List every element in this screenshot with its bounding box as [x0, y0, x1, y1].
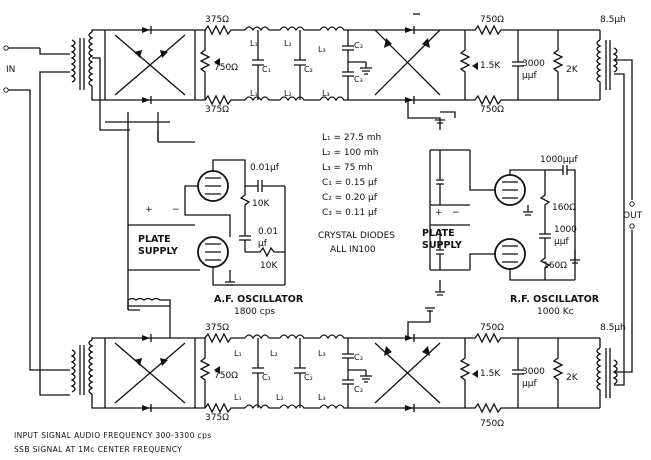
top-c1: C₁: [262, 65, 271, 74]
rf-title: R.F. OSCILLATOR: [510, 294, 600, 305]
footnote-input: INPUT SIGNAL AUDIO FREQUENCY 300-3300 cp…: [14, 431, 212, 440]
af-res-10k-b: 10K: [260, 261, 278, 271]
value-l1: L₁ = 27.5 mh: [322, 133, 381, 143]
bottom-c2: C₂: [304, 373, 313, 382]
top-l3-upper: L₃: [318, 45, 326, 54]
top-diode-ring: [104, 26, 196, 104]
af-cap-001b-unit: μf: [258, 239, 268, 249]
bottom-l1-lower: L₁: [234, 393, 242, 402]
top-inductor: 8.5μh: [600, 15, 626, 25]
output-label: OUT: [623, 211, 643, 221]
bottom-res-right-lower: 750Ω: [480, 419, 504, 429]
top-modulator: 375Ω 375Ω 750Ω L₁ L₁ C₁ L₂ L₂ C₂ L₃ L₃ C…: [70, 13, 626, 131]
top-right-diode-ring: [355, 13, 455, 104]
bottom-cap-3000-unit: μμf: [522, 379, 537, 389]
bottom-c1: C₁: [262, 373, 271, 382]
top-c3-lower: C₃: [354, 75, 363, 84]
footnote-ssb: SSB SIGNAL AT 1Mc CENTER FREQUENCY: [14, 445, 182, 454]
rf-oscillator: + − PLATE SUPPLY 1000μμf 160Ω 1000 μμf 1…: [422, 149, 600, 317]
bottom-c3-upper: C₃: [354, 353, 363, 362]
top-pot: 1.5K: [480, 61, 501, 71]
rf-cap-1000b-unit: μμf: [554, 237, 569, 247]
af-title: A.F. OSCILLATOR: [214, 294, 304, 305]
bottom-l2-lower: L₂: [276, 393, 284, 402]
value-l2: L₂ = 100 mh: [322, 148, 378, 158]
bottom-l3-upper: L₃: [318, 349, 326, 358]
top-input-transformer: [70, 29, 130, 131]
bottom-diode-ring: [104, 334, 196, 412]
af-res-10k-a: 10K: [252, 199, 270, 209]
output-bus: OUT: [614, 59, 643, 386]
value-c1: C₁ = 0.15 μf: [322, 178, 378, 188]
top-c2: C₂: [304, 65, 313, 74]
top-res-upper: 375Ω: [205, 15, 229, 25]
rf-minus: −: [452, 208, 460, 218]
diodes-note: CRYSTAL DIODES: [318, 231, 395, 241]
top-l1-lower: L₁: [250, 89, 258, 98]
bottom-right-diode-ring: [355, 334, 455, 412]
af-minus: −: [172, 205, 180, 215]
bottom-inductor: 8.5μh: [600, 323, 626, 333]
rf-freq: 1000 Kc: [537, 307, 574, 317]
bottom-pot: 1.5K: [480, 369, 501, 379]
value-c3: C₃ = 0.11 μf: [322, 208, 378, 218]
top-l1-upper: L₁: [250, 39, 258, 48]
top-res-center: 750Ω: [214, 63, 238, 73]
bottom-input-transformer: [39, 90, 140, 409]
input-label: IN: [6, 65, 15, 75]
rf-res-160-a: 160Ω: [552, 203, 576, 213]
top-l2-upper: L₂: [284, 39, 292, 48]
top-cap-3000: 3000: [522, 59, 545, 69]
top-c3-upper: C₃: [354, 41, 363, 50]
af-freq: 1800 cps: [234, 307, 275, 317]
top-l2-lower: L₂: [284, 89, 292, 98]
bottom-modulator: 375Ω 375Ω 750Ω L₁ L₁ C₁ L₂ L₂ C₂ L₃ L₃ C…: [39, 90, 626, 429]
af-cap-001: 0.01μf: [250, 163, 280, 173]
bottom-l1-upper: L₁: [234, 349, 242, 358]
bottom-c3-lower: C₃: [354, 385, 363, 394]
value-l3: L₃ = 75 mh: [322, 163, 373, 173]
bottom-res-center: 750Ω: [214, 371, 238, 381]
top-cap-3000-unit: μμf: [522, 71, 537, 81]
rf-plus: +: [435, 208, 443, 218]
rf-res-160-b: 160Ω: [543, 261, 567, 271]
bottom-res-right-upper: 750Ω: [480, 323, 504, 333]
component-values: L₁ = 27.5 mh L₂ = 100 mh L₃ = 75 mh C₁ =…: [318, 133, 395, 255]
rf-plate-supply-2: SUPPLY: [422, 240, 462, 251]
af-plate-supply-1: PLATE: [138, 234, 171, 245]
bottom-res-upper: 375Ω: [205, 323, 229, 333]
top-res-right-upper: 750Ω: [480, 15, 504, 25]
bottom-res-lower: 375Ω: [205, 413, 229, 423]
top-res-2k: 2K: [566, 65, 579, 75]
diodes-type: ALL IN100: [330, 245, 376, 255]
af-cap-001b: 0.01: [258, 227, 278, 237]
bottom-cap-3000: 3000: [522, 367, 545, 377]
af-plus: +: [145, 205, 153, 215]
top-res-right-lower: 750Ω: [480, 105, 504, 115]
input-terminals: IN: [3, 45, 70, 371]
bottom-l3-lower: L₃: [318, 393, 326, 402]
rf-plate-supply-1: PLATE: [422, 228, 455, 239]
top-l3-lower: L₃: [322, 89, 330, 98]
bottom-l2-upper: L₂: [270, 349, 278, 358]
rf-cap-1000b: 1000: [554, 225, 577, 235]
af-oscillator: + − PLATE SUPPLY 0.01μf 10K 0.01 μf 10K …: [105, 112, 304, 317]
value-c2: C₂ = 0.20 μf: [322, 193, 378, 203]
rf-cap-1000: 1000μμf: [540, 155, 578, 165]
af-plate-supply-2: SUPPLY: [138, 246, 178, 257]
top-res-lower: 375Ω: [205, 105, 229, 115]
bottom-res-2k: 2K: [566, 373, 579, 383]
